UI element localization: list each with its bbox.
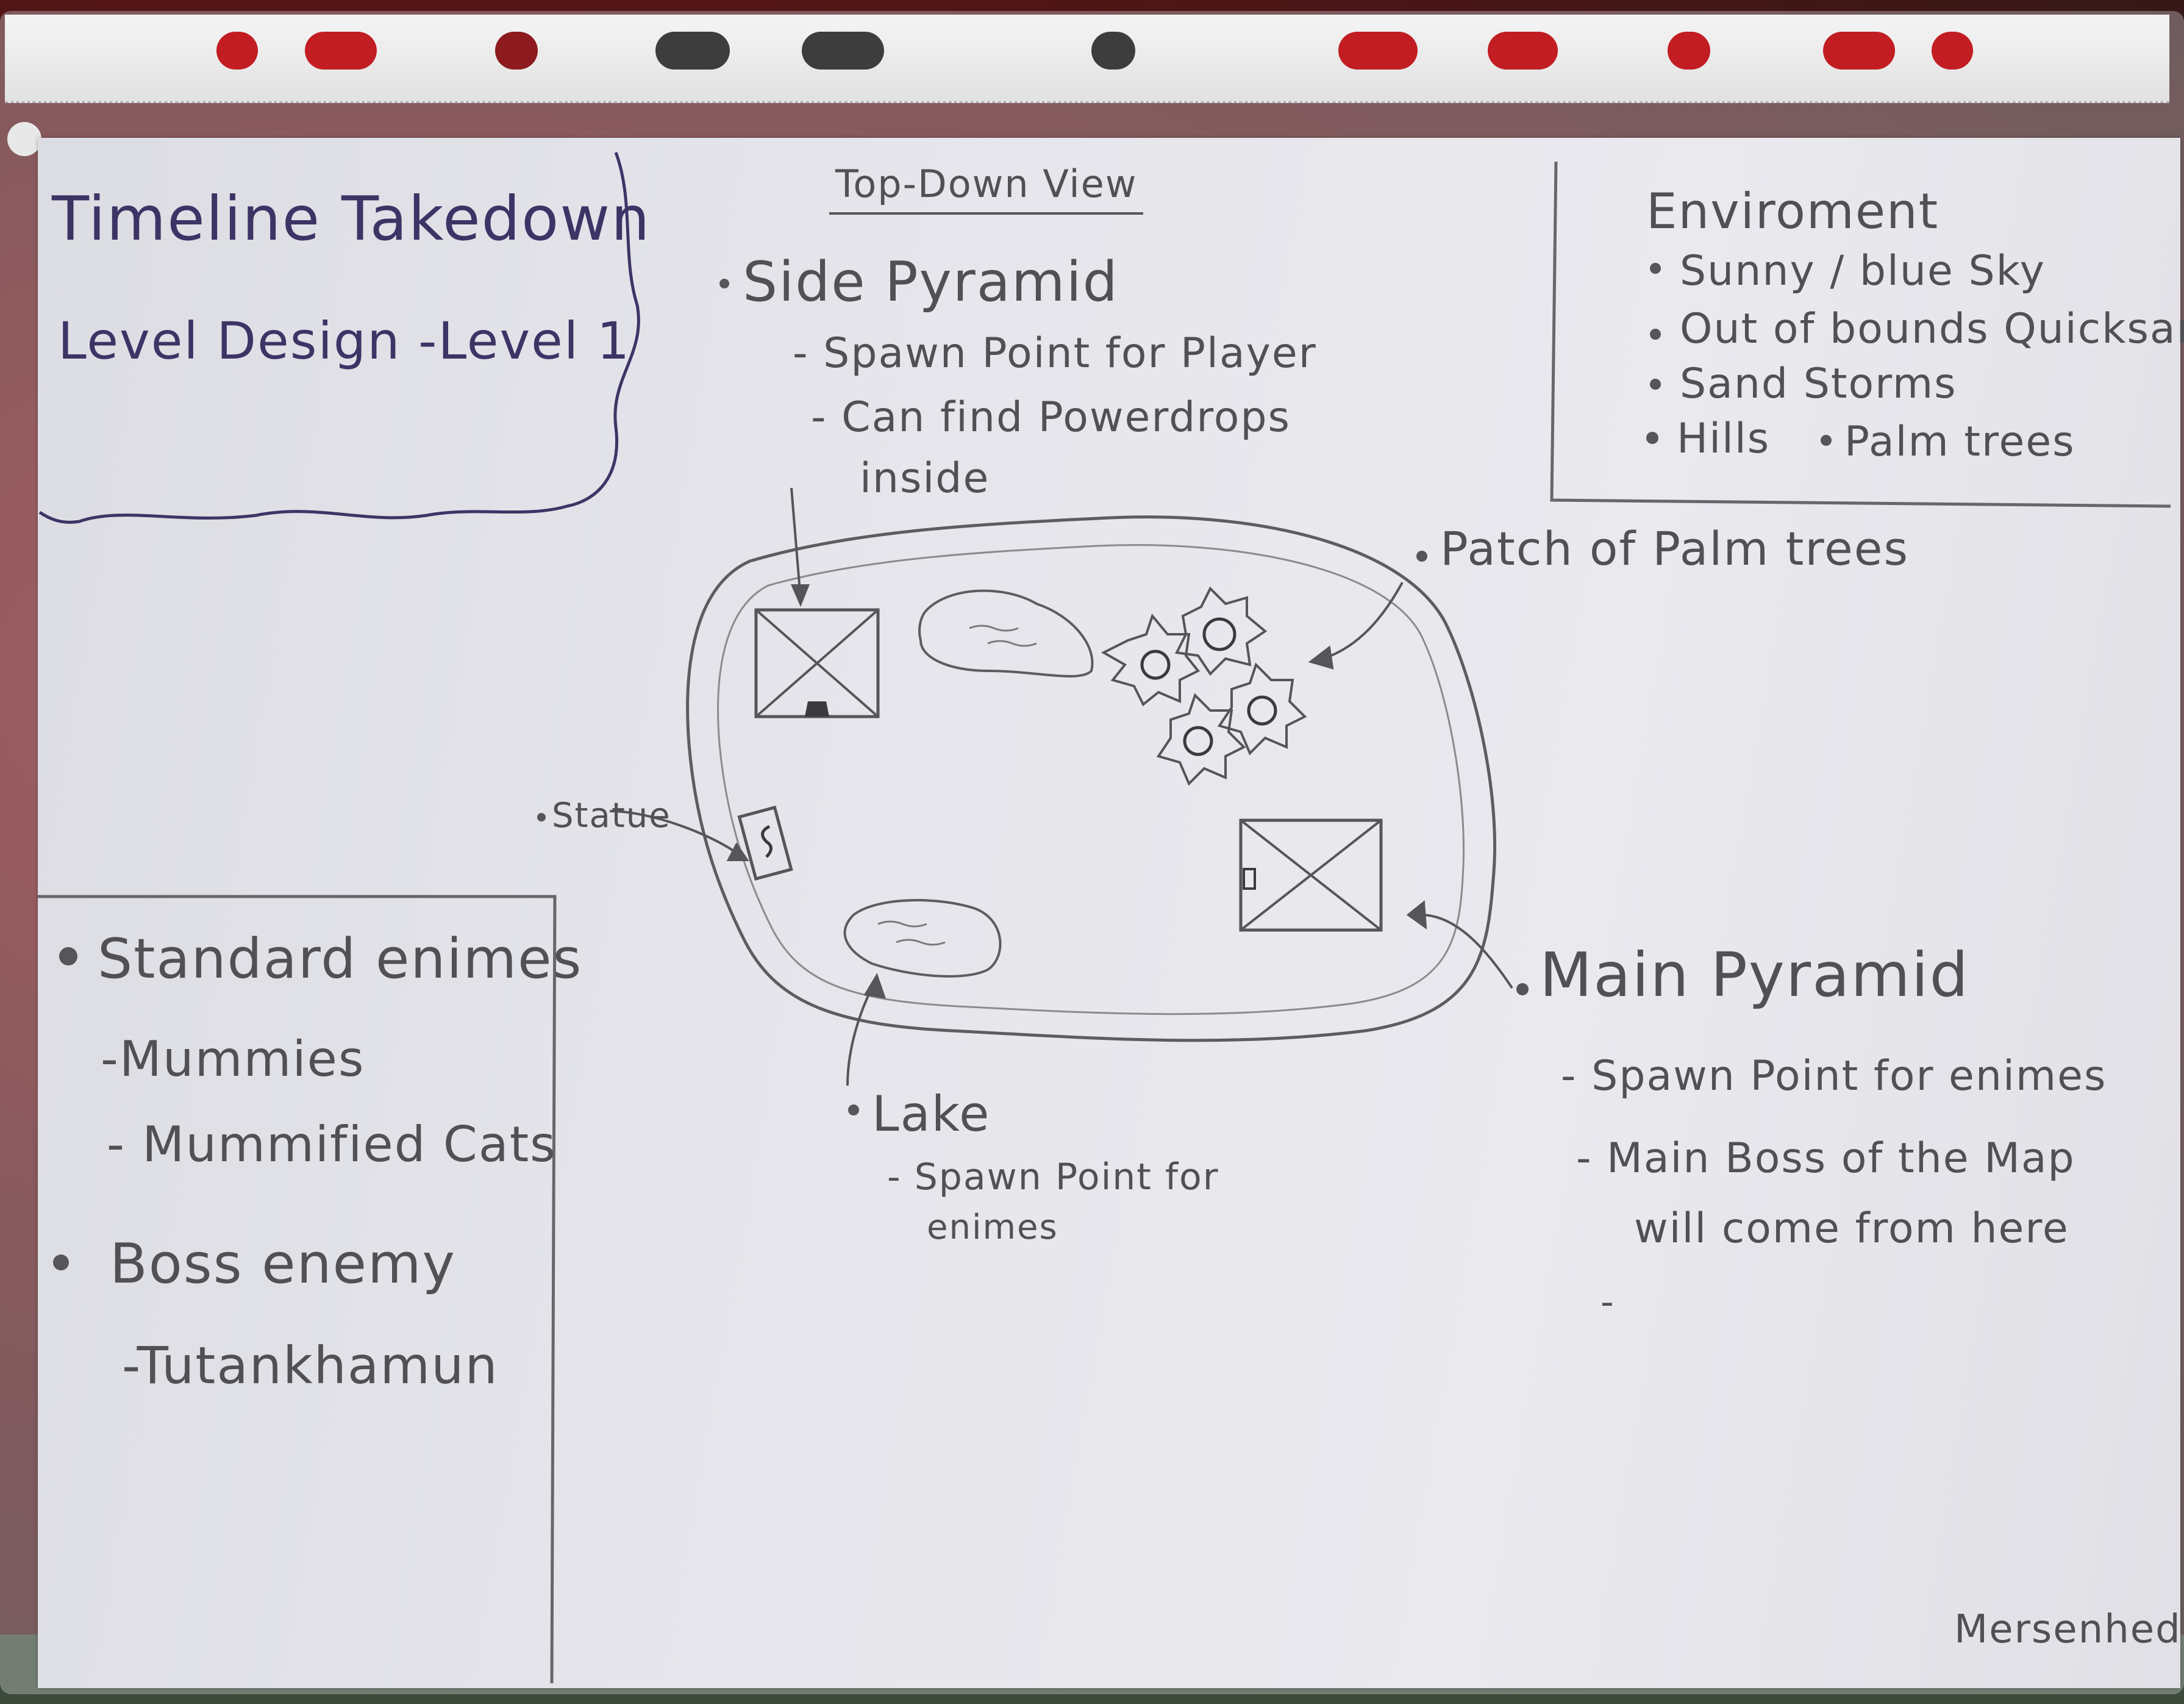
boss-enemy-item: -Tutankhamun [122,1336,499,1395]
island-outline [686,515,1497,1042]
standard-enemies-heading: Standard enimes [98,927,583,991]
punch-hole [1823,32,1895,70]
environment-item: Out of bounds Quicksand [1680,305,2184,353]
enemies-box-outline [38,895,557,1684]
environment-item: Palm trees [1844,418,2075,466]
main-pyramid-heading: Main Pyramid [1540,939,1970,1011]
main-pyramid-note: - [1601,1281,1615,1323]
boss-enemy-heading: Boss enemy [110,1232,456,1296]
title-box-outline [38,152,640,524]
palm-tree-icon [1217,662,1307,756]
signature: Mersenhedge [1954,1607,2184,1652]
punch-hole [1488,32,1558,70]
punch-hole [216,32,258,70]
lake-heading: Lake [872,1086,991,1142]
arrow-icon [1308,582,1404,670]
punch-hole [655,32,730,70]
punch-hole [1668,32,1710,70]
view-label: Top-Down View [835,162,1138,206]
standard-enemy-item: -Mummies [101,1031,365,1087]
pyramid-icon [754,608,880,718]
side-pyramid-note: - Can find Powerdrops [811,393,1291,442]
pyramid-icon [1239,818,1383,932]
main-pyramid-note: - Spawn Point for enimes [1561,1052,2107,1100]
palm-patch-label: Patch of Palm trees [1440,521,1910,576]
lake-note: enimes [927,1208,1058,1247]
arrow-icon [1406,900,1513,989]
palm-tree-icon [1156,693,1246,786]
sheet-title: Timeline Takedown [52,183,651,254]
bullet-dots [53,263,1832,1270]
main-pyramid-note: will come from here [1634,1205,2069,1253]
statue-icon [737,805,793,881]
side-pyramid-heading: Side Pyramid [743,250,1119,314]
standard-enemy-item: - Mummified Cats [107,1116,557,1173]
statue-label: Statue [552,796,671,836]
punch-hole [1091,32,1135,70]
arrow-icon [609,810,749,861]
environment-item: Sunny / blue Sky [1680,247,2046,295]
side-pyramid-note: - Spawn Point for Player [793,329,1317,378]
punch-hole [495,32,538,70]
punch-hole [1338,32,1418,70]
lake-icon [918,589,1094,678]
environment-item: Sand Storms [1680,360,1957,408]
environment-item: Hills [1677,415,1771,463]
lake-note: - Spawn Point for [887,1156,1219,1198]
palm-tree-icon [1101,613,1201,707]
palm-tree-icon [1174,586,1268,676]
arrow-icon [790,487,810,607]
punch-hole [305,32,377,70]
sketch-paper [38,138,2180,1688]
environment-box-outline [1550,161,2171,508]
sheet-subtitle: Level Design -Level 1 [58,311,631,371]
punch-hole [1932,32,1973,70]
main-pyramid-note: - Main Boss of the Map [1576,1134,2075,1183]
arrow-icon [846,973,886,1086]
environment-heading: Enviroment [1646,183,1940,240]
punch-hole [802,32,884,70]
lake-icon [843,899,1002,978]
side-pyramid-note: inside [860,454,990,503]
binder-ring [7,122,41,156]
